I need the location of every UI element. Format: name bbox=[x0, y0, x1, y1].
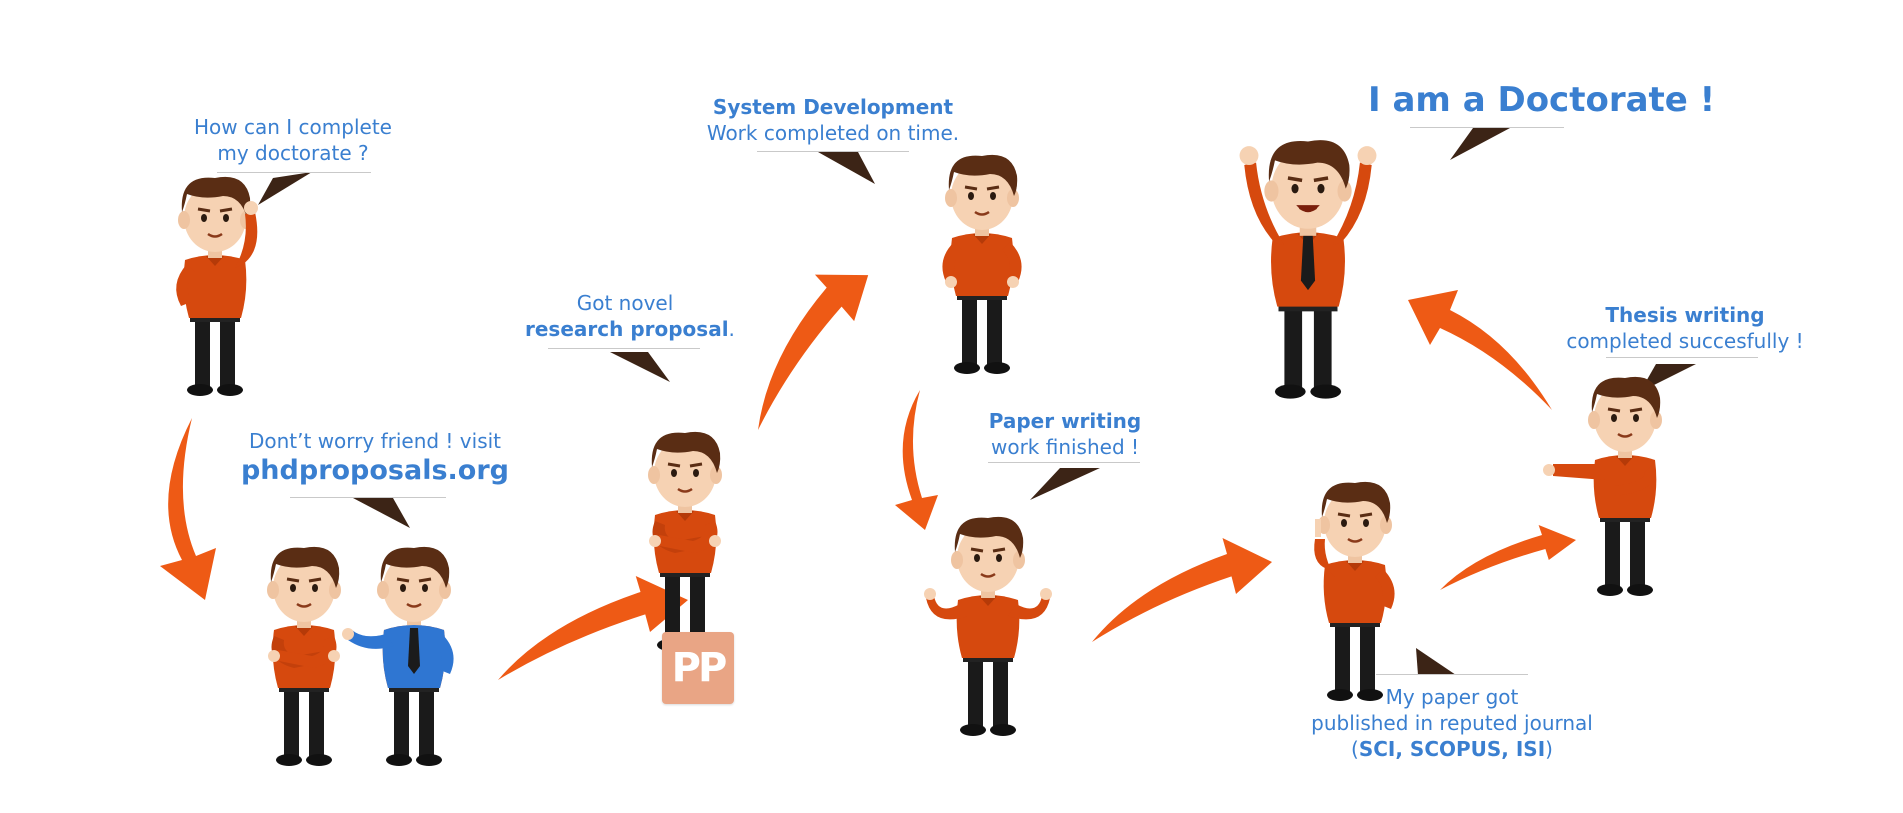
caption-line: work finished ! bbox=[990, 435, 1140, 459]
caption-paren: ) bbox=[1545, 737, 1553, 761]
man-finger-up bbox=[1314, 480, 1395, 703]
arrow-3 bbox=[706, 252, 909, 430]
caption-line: (SCI, SCOPUS, ISI) bbox=[1300, 736, 1604, 762]
caption-thesis-writing: Thesis writing completed succesfully ! bbox=[1560, 302, 1810, 354]
flow-arrows bbox=[160, 252, 1576, 680]
caption-underline bbox=[1410, 127, 1564, 128]
caption-line: Got novel bbox=[576, 291, 674, 315]
arrow-6 bbox=[1440, 525, 1576, 590]
caption-dont-worry: Dont’t worry friend ! visit phdproposals… bbox=[230, 428, 520, 488]
caption-paper-writing: Paper writing work finished ! bbox=[970, 408, 1160, 460]
caption-underline bbox=[217, 172, 371, 173]
logo-text: PP bbox=[671, 645, 728, 691]
caption-i-am-a-doctorate: I am a Doctorate ! bbox=[1368, 80, 1716, 120]
caption-paper-published: My paper got published in reputed journa… bbox=[1300, 684, 1604, 762]
arrow-4 bbox=[895, 390, 938, 530]
man-hands-on-hips-1 bbox=[942, 153, 1022, 376]
friend-blue-shirt bbox=[342, 545, 454, 768]
caption-bold: SCI, SCOPUS, ISI bbox=[1358, 737, 1546, 761]
caption-underline bbox=[548, 348, 700, 349]
arrow-1 bbox=[160, 418, 216, 600]
website-link[interactable]: phdproposals.org bbox=[240, 455, 509, 486]
man-arms-crossed-1 bbox=[265, 545, 343, 768]
caption-underline bbox=[988, 462, 1140, 463]
caption-paren: ( bbox=[1351, 737, 1359, 761]
man-pointing bbox=[1543, 375, 1664, 598]
caption-underline bbox=[1606, 357, 1758, 358]
caption-tail: . bbox=[728, 317, 735, 341]
caption-underline bbox=[1376, 674, 1528, 675]
caption-line: published in reputed journal bbox=[1311, 711, 1593, 735]
caption-research-proposal: Got novel research proposal. bbox=[525, 290, 735, 342]
man-shrugging bbox=[924, 515, 1052, 738]
caption-bold: Thesis writing bbox=[1605, 303, 1765, 327]
man-celebrating bbox=[1239, 138, 1377, 401]
caption-system-development: System Development Work completed on tim… bbox=[700, 94, 966, 146]
arrow-7 bbox=[1408, 290, 1552, 410]
speech-pointers bbox=[258, 128, 1696, 675]
caption-line: How can I complete bbox=[194, 115, 392, 139]
arrow-5 bbox=[1092, 538, 1272, 642]
caption-bold: Paper writing bbox=[988, 409, 1142, 433]
caption-line: Dont’t worry friend ! visit bbox=[248, 429, 502, 453]
caption-bold: research proposal bbox=[525, 317, 729, 341]
arrow-2 bbox=[498, 576, 688, 680]
caption-line: completed succesfully ! bbox=[1566, 329, 1804, 353]
caption-line: Thesis writing bbox=[1560, 302, 1810, 328]
caption-line: My paper got bbox=[1385, 685, 1519, 709]
caption-how-can-i-complete: How can I complete my doctorate ? bbox=[178, 114, 408, 166]
man-thinking bbox=[176, 175, 258, 398]
caption-line: Paper writing bbox=[970, 408, 1160, 434]
phdproposals-logo[interactable]: PP bbox=[662, 632, 734, 704]
caption-underline bbox=[290, 497, 446, 498]
caption-line: my doctorate ? bbox=[217, 141, 369, 165]
caption-bold: System Development bbox=[712, 95, 954, 119]
caption-line: Work completed on time. bbox=[706, 121, 960, 145]
caption-line: research proposal. bbox=[525, 316, 735, 342]
caption-line: System Development bbox=[700, 94, 966, 120]
caption-underline bbox=[757, 151, 909, 152]
